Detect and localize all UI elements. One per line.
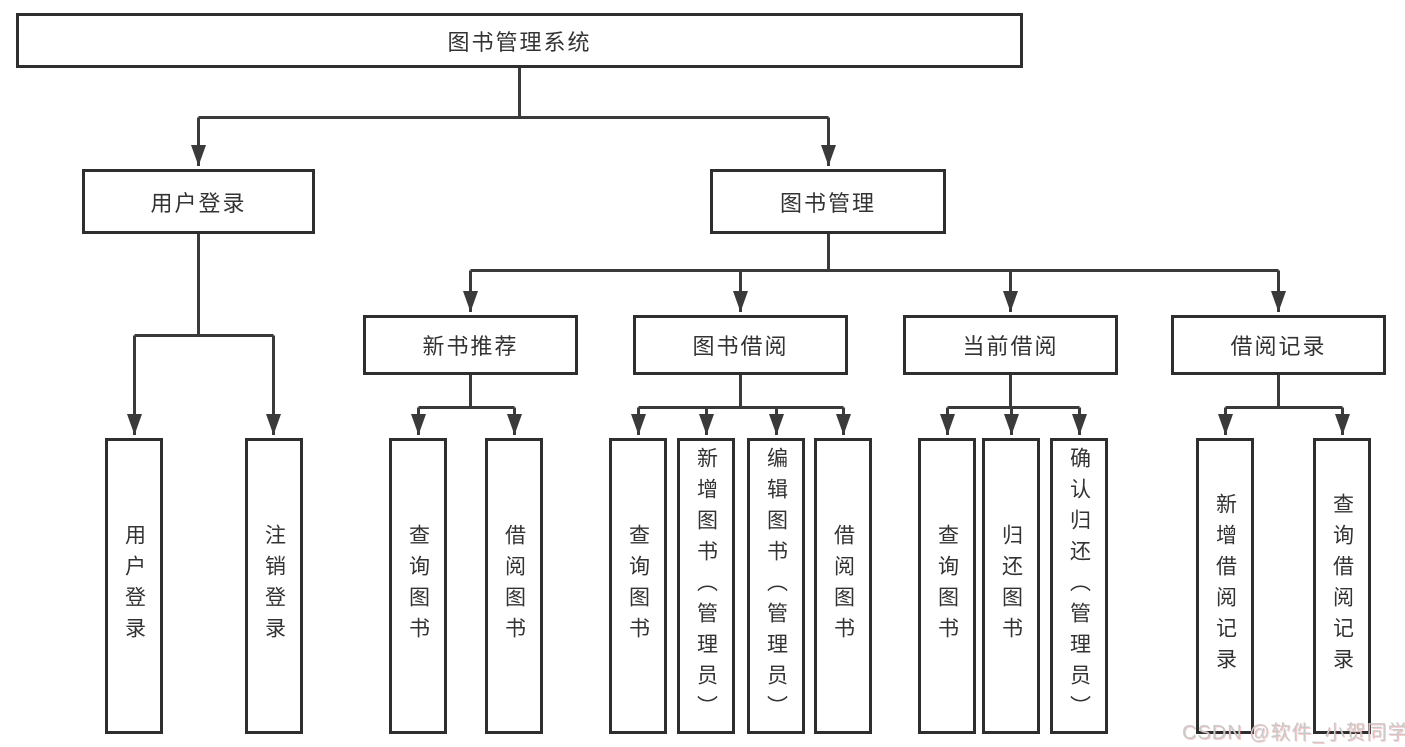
- node-root: 图书管理系统: [16, 13, 1023, 68]
- leaf-logout-label: 注销登录: [262, 524, 286, 648]
- leaf-edit-book-admin: 编辑图书（管理员）: [747, 438, 805, 734]
- node-current-borrowing-label: 当前借阅: [962, 334, 1059, 359]
- leaf-add-book-admin-label: 新增图书（管理员）: [694, 446, 718, 726]
- leaf-query-borrow-record: 查询借阅记录: [1313, 438, 1371, 734]
- leaf-add-borrow-record-label: 新增借阅记录: [1213, 493, 1237, 679]
- node-book-management: 图书管理: [710, 169, 946, 234]
- leaf-confirm-return-admin: 确认归还（管理员）: [1050, 438, 1108, 734]
- leaf-edit-book-admin-label: 编辑图书（管理员）: [764, 446, 788, 726]
- leaf-borrow-books-recommend-label: 借阅图书: [502, 524, 526, 648]
- node-user-login: 用户登录: [82, 169, 315, 234]
- leaf-borrow-books: 借阅图书: [814, 438, 872, 734]
- leaf-logout: 注销登录: [245, 438, 303, 734]
- leaf-return-books: 归还图书: [982, 438, 1040, 734]
- leaf-return-books-label: 归还图书: [999, 524, 1023, 648]
- node-new-book-recommendation-label: 新书推荐: [422, 334, 519, 359]
- node-current-borrowing: 当前借阅: [903, 315, 1118, 375]
- csdn-watermark: CSDN @软件_小贺同学: [1182, 722, 1405, 744]
- leaf-query-books-borrowing-label: 查询图书: [626, 524, 650, 648]
- leaf-query-books-borrowing: 查询图书: [609, 438, 667, 734]
- leaf-user-login-label: 用户登录: [122, 524, 146, 648]
- node-book-borrowing: 图书借阅: [633, 315, 848, 375]
- leaf-borrow-books-label: 借阅图书: [831, 524, 855, 648]
- node-borrowing-records-label: 借阅记录: [1230, 334, 1327, 359]
- leaf-query-books-recommend-label: 查询图书: [406, 524, 430, 648]
- leaf-add-borrow-record: 新增借阅记录: [1196, 438, 1254, 734]
- leaf-query-borrow-record-label: 查询借阅记录: [1330, 493, 1354, 679]
- leaf-user-login: 用户登录: [105, 438, 163, 734]
- leaf-borrow-books-recommend: 借阅图书: [485, 438, 543, 734]
- node-borrowing-records: 借阅记录: [1171, 315, 1386, 375]
- node-book-management-label: 图书管理: [779, 190, 876, 216]
- node-root-label: 图书管理系统: [447, 29, 592, 55]
- node-new-book-recommendation: 新书推荐: [363, 315, 578, 375]
- node-book-borrowing-label: 图书借阅: [692, 334, 789, 359]
- node-user-login-label: 用户登录: [150, 190, 247, 216]
- leaf-query-books-recommend: 查询图书: [389, 438, 447, 734]
- leaf-query-books-current: 查询图书: [918, 438, 976, 734]
- leaf-confirm-return-admin-label: 确认归还（管理员）: [1067, 446, 1091, 726]
- leaf-query-books-current-label: 查询图书: [935, 524, 959, 648]
- leaf-add-book-admin: 新增图书（管理员）: [677, 438, 735, 734]
